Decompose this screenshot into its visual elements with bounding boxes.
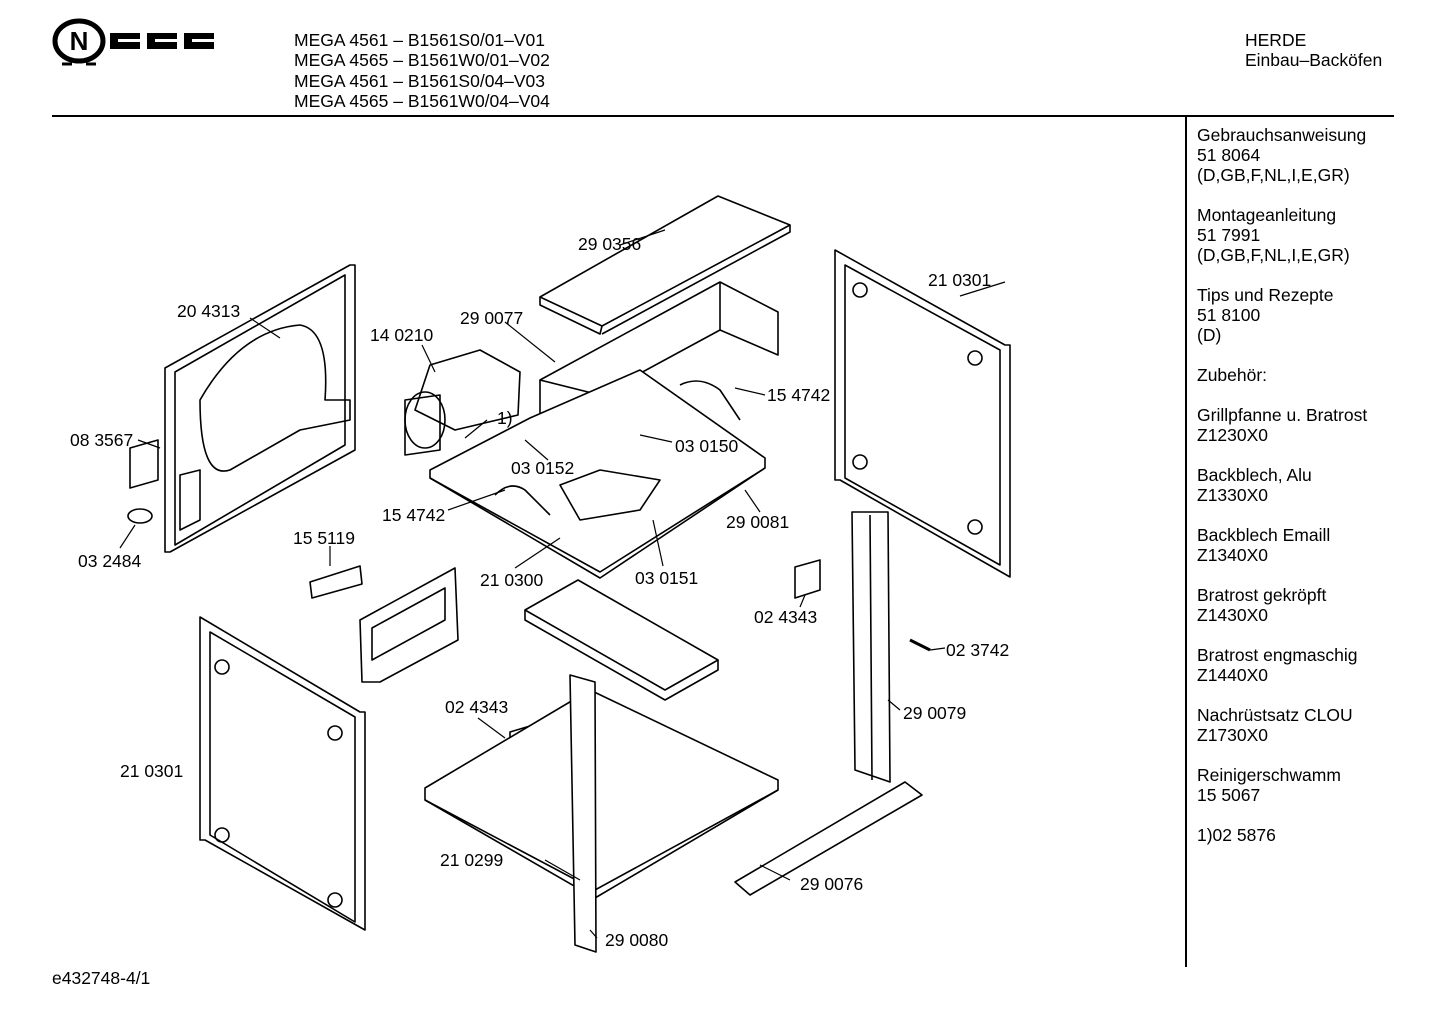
top-cover-part xyxy=(539,195,791,335)
part-label: 15 5119 xyxy=(293,528,355,548)
part-label: 03 0150 xyxy=(675,436,739,456)
footnote: 1)02 5876 xyxy=(1197,825,1276,845)
accessory-name: Reinigerschwamm xyxy=(1197,765,1341,785)
category-line: Einbau–Backöfen xyxy=(1245,50,1383,71)
accessory-item: Bratrost engmaschig Z1440X0 xyxy=(1197,645,1437,685)
part-label: 03 0152 xyxy=(511,458,575,478)
model-line: MEGA 4561 – B1561S0/04–V03 xyxy=(294,70,546,91)
part-label: 1) xyxy=(497,408,513,428)
part-label: 29 0079 xyxy=(903,703,967,723)
accessory-item: Nachrüstsatz CLOU Z1730X0 xyxy=(1197,705,1437,745)
bracket-part xyxy=(129,439,159,489)
part-label: 02 4343 xyxy=(754,607,818,627)
part-label: 21 0300 xyxy=(480,570,544,590)
neff-logo: N xyxy=(52,18,214,66)
model-line: MEGA 4565 – B1561W0/04–V04 xyxy=(294,90,550,111)
terminal-block-part xyxy=(309,565,363,599)
rear-panel-part xyxy=(164,264,356,553)
doc-item: Montageanleitung 51 7991 (D,GB,F,NL,I,E,… xyxy=(1197,205,1437,265)
part-label: 03 0151 xyxy=(635,568,699,588)
part-label: 21 0301 xyxy=(928,270,992,290)
accessory-code: Z1730X0 xyxy=(1197,725,1269,745)
accessory-item: Reinigerschwamm 15 5067 xyxy=(1197,765,1437,805)
part-label: 03 2484 xyxy=(78,551,142,571)
part-label: 21 0299 xyxy=(440,850,504,870)
category-line: HERDE xyxy=(1245,30,1307,50)
part-label: 20 4313 xyxy=(177,301,241,321)
leader-lines xyxy=(119,229,1006,939)
right-rail-part xyxy=(851,511,891,783)
part-label: 15 4742 xyxy=(767,385,831,405)
model-list: MEGA 4561 – B1561S0/01–V01 MEGA 4565 – B… xyxy=(294,30,550,111)
right-side-panel-part xyxy=(834,249,1011,578)
sidebar-divider xyxy=(1185,117,1187,967)
accessory-code: Z1340X0 xyxy=(1197,545,1269,565)
top-plate-part xyxy=(429,369,766,579)
heater-bracket-part xyxy=(359,567,459,683)
header-divider xyxy=(52,115,1394,117)
logo-letter-n: N xyxy=(70,26,89,56)
front-panel-part xyxy=(199,616,366,931)
doc-number: 51 7991 xyxy=(1197,225,1261,245)
accessory-item: Grillpfanne u. Bratrost Z1230X0 xyxy=(1197,405,1437,445)
accessory-code: Z1230X0 xyxy=(1197,425,1269,445)
accessory-code: 15 5067 xyxy=(1197,785,1261,805)
accessory-code: Z1330X0 xyxy=(1197,485,1269,505)
model-line: MEGA 4561 – B1561S0/01–V01 xyxy=(294,30,546,50)
doc-number: 51 8100 xyxy=(1197,305,1261,325)
part-label: 29 0081 xyxy=(726,512,790,532)
bottom-cover-part xyxy=(524,579,719,701)
accessory-name: Backblech Emaill xyxy=(1197,525,1331,545)
screw-part xyxy=(909,638,931,652)
part-label: 29 0076 xyxy=(800,874,864,894)
doc-title: Tips und Rezepte xyxy=(1197,285,1334,305)
document-id: e432748-4/1 xyxy=(52,968,151,988)
part-label: 15 4742 xyxy=(382,505,446,525)
part-label: 29 0356 xyxy=(578,234,642,254)
accessories-heading: Zubehör: xyxy=(1197,365,1268,385)
left-rail-part xyxy=(569,674,597,953)
doc-item: Gebrauchsanweisung 51 8064 (D,GB,F,NL,I,… xyxy=(1197,125,1437,185)
doc-languages: (D,GB,F,NL,I,E,GR) xyxy=(1197,165,1350,185)
accessory-name: Bratrost gekröpft xyxy=(1197,585,1327,605)
accessory-name: Nachrüstsatz CLOU xyxy=(1197,705,1353,725)
doc-title: Gebrauchsanweisung xyxy=(1197,125,1367,145)
sidebar: Gebrauchsanweisung 51 8064 (D,GB,F,NL,I,… xyxy=(1197,125,1437,865)
accessory-item: Backblech Emaill Z1340X0 xyxy=(1197,525,1437,565)
part-label: 02 4343 xyxy=(445,697,509,717)
model-line: MEGA 4565 – B1561W0/01–V02 xyxy=(294,50,550,71)
accessory-code: Z1430X0 xyxy=(1197,605,1269,625)
accessory-name: Bratrost engmaschig xyxy=(1197,645,1358,665)
part-label: 29 0080 xyxy=(605,930,669,950)
part-label: 08 3567 xyxy=(70,430,134,450)
part-label: 14 0210 xyxy=(370,325,434,345)
accessory-name: Backblech, Alu xyxy=(1197,465,1312,485)
part-label: 02 3742 xyxy=(946,640,1010,660)
accessory-item: Bratrost gekröpft Z1430X0 xyxy=(1197,585,1437,625)
accessory-name: Grillpfanne u. Bratrost xyxy=(1197,405,1368,425)
fan-motor-part xyxy=(404,349,521,456)
knob-part xyxy=(127,508,153,524)
accessory-item: Backblech, Alu Z1330X0 xyxy=(1197,465,1437,505)
part-label: 21 0301 xyxy=(120,761,184,781)
bottom-rail-part xyxy=(734,781,923,896)
doc-title: Montageanleitung xyxy=(1197,205,1337,225)
exploded-parts-diagram xyxy=(119,195,1011,953)
doc-languages: (D) xyxy=(1197,325,1222,345)
part-label: 29 0077 xyxy=(460,308,524,328)
doc-number: 51 8064 xyxy=(1197,145,1261,165)
category: HERDE Einbau–Backöfen xyxy=(1245,30,1382,71)
doc-languages: (D,GB,F,NL,I,E,GR) xyxy=(1197,245,1350,265)
clip-part xyxy=(794,559,821,599)
doc-item: Tips und Rezepte 51 8100 (D) xyxy=(1197,285,1437,345)
accessory-code: Z1440X0 xyxy=(1197,665,1269,685)
